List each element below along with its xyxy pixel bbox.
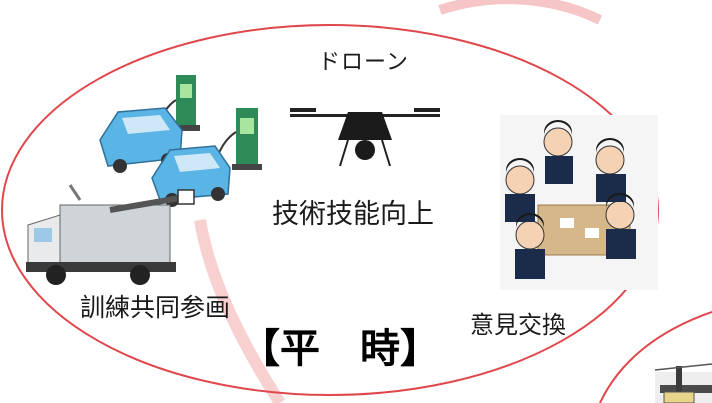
opinion-exchange-label: 意見交換 <box>470 311 566 339</box>
drone-icon <box>290 108 440 167</box>
bucket-truck-icon <box>26 184 195 285</box>
training-participation-label: 訓練共同参画 <box>80 293 231 322</box>
background-arc-center <box>194 219 286 403</box>
background-arc-right <box>599 311 712 403</box>
drone-label: ドローン <box>318 50 409 75</box>
electric-car-icon <box>99 107 231 207</box>
normal-time-title: 【平 時】 <box>240 326 440 372</box>
skill-improvement-label: 技術技能向上 <box>272 199 434 230</box>
background-arc-top <box>438 0 603 25</box>
meeting-illustration-icon <box>500 115 658 290</box>
utility-pole-icon <box>654 363 712 403</box>
